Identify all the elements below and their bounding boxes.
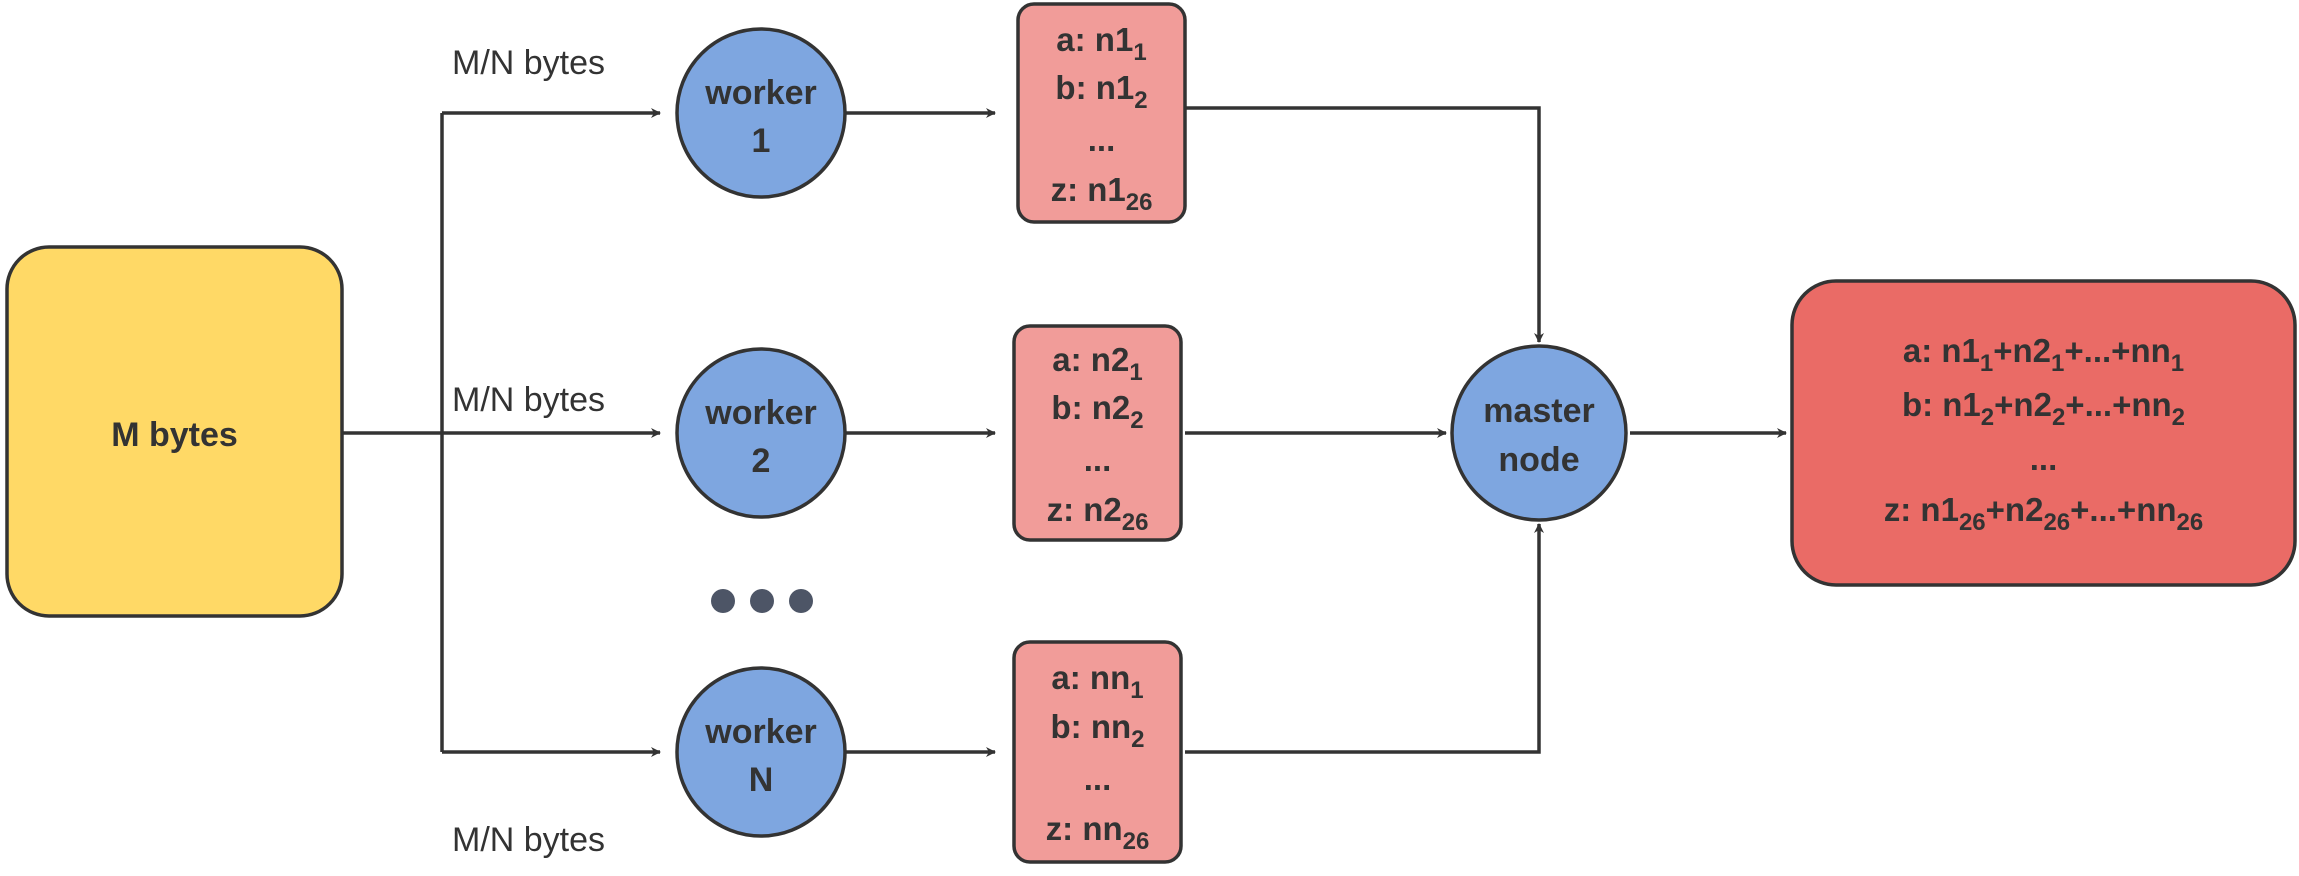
ellipsis-dot	[789, 589, 813, 613]
ellipsis-dot	[711, 589, 735, 613]
edge-label-worker-2: M/N bytes	[452, 381, 605, 419]
count-line: ...	[1084, 441, 1112, 478]
partial-counts-box	[1012, 640, 1183, 864]
horizontal-ellipsis-icon	[711, 589, 813, 613]
count-line: z: n226	[1047, 491, 1149, 536]
worker-number: 2	[752, 442, 771, 480]
worker-number: 1	[752, 122, 771, 160]
result-line: ...	[2030, 440, 2058, 477]
master-node: master node	[1450, 344, 1628, 522]
partial-counts-1: a: n11 b: n12 ... z: n126	[1016, 2, 1187, 224]
count-line: a: n11	[1056, 21, 1146, 66]
count-line: b: n22	[1051, 389, 1143, 434]
worker-label: worker	[704, 713, 817, 751]
edge-label-worker-1: M/N bytes	[452, 44, 605, 82]
edge-counts-n-to-master	[1185, 523, 1544, 754]
count-line: z: n126	[1051, 171, 1153, 216]
partial-counts-2: a: n21 b: n22 ... z: n226	[1012, 324, 1183, 542]
count-line: b: n12	[1055, 69, 1147, 114]
partial-counts-box	[1012, 324, 1183, 542]
worker-label: worker	[704, 74, 817, 112]
worker-circle	[675, 27, 847, 199]
worker-circle	[675, 666, 847, 838]
ellipsis-dot	[750, 589, 774, 613]
worker-label: worker	[704, 394, 817, 432]
edge-counts-1-to-master	[1185, 106, 1544, 343]
result-box	[1790, 279, 2297, 587]
count-line: ...	[1084, 760, 1112, 797]
count-line: ...	[1088, 121, 1116, 158]
master-label: master	[1483, 392, 1595, 430]
result-line: a: n11+n21+...+nn1	[1903, 332, 2184, 377]
worker-number: N	[749, 761, 774, 799]
master-label-line2: node	[1498, 441, 1579, 479]
edge-label-worker-n: M/N bytes	[452, 821, 605, 859]
count-line: a: nn1	[1051, 659, 1143, 704]
partial-counts-n: a: nn1 b: nn2 ... z: nn26	[1012, 640, 1183, 864]
count-line: b: nn2	[1051, 708, 1145, 753]
source-label: M bytes	[111, 416, 238, 454]
result-line: z: n126+n226+...+nn26	[1884, 491, 2203, 536]
worker-node-1: worker 1	[675, 27, 847, 199]
worker-circle	[675, 347, 847, 519]
edges	[342, 106, 1787, 757]
master-circle	[1450, 344, 1628, 522]
worker-node-n: worker N	[675, 666, 847, 838]
source-node: M bytes	[5, 245, 344, 618]
worker-node-2: worker 2	[675, 347, 847, 519]
result-line: b: n12+n22+...+nn2	[1902, 386, 2185, 431]
source-box	[5, 245, 344, 618]
partial-counts-box	[1016, 2, 1187, 224]
count-line: z: nn26	[1046, 810, 1150, 855]
result-node: a: n11+n21+...+nn1 b: n12+n22+...+nn2 ..…	[1790, 279, 2297, 587]
count-line: a: n21	[1052, 341, 1142, 386]
